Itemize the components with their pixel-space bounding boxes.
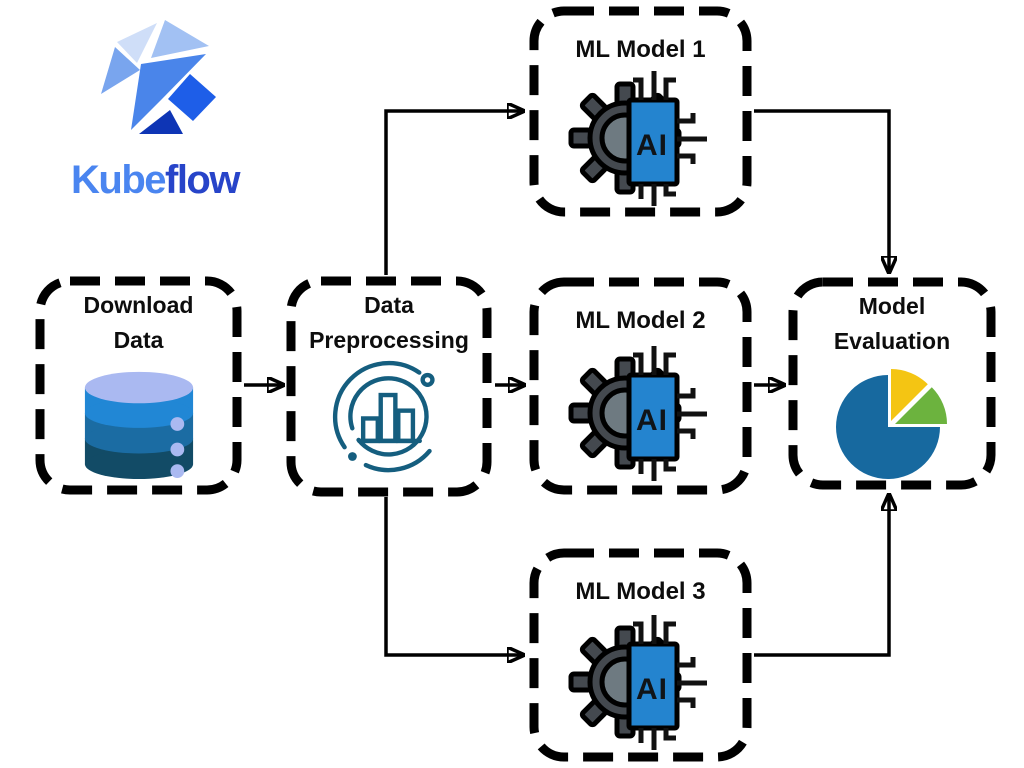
arrow-ml1-to-evaluation: [754, 109, 889, 273]
dashed-border: [529, 6, 752, 217]
node-ml-model-2: ML Model 2: [529, 277, 752, 495]
node-title: Data Preprocessing: [309, 292, 469, 353]
data-processing-icon: [332, 360, 435, 473]
database-icon: [84, 371, 194, 480]
kubeflow-logo-mark: [101, 20, 216, 134]
dashed-border: [286, 276, 492, 497]
pie-chart-icon: [836, 368, 948, 479]
node-download-data: Download Data: [35, 276, 242, 495]
dashed-border: [35, 276, 242, 495]
node-ml-model-1: ML Model 1: [529, 6, 752, 217]
node-title: ML Model 2: [575, 307, 706, 334]
node-data-preprocessing: Data Preprocessing: [286, 276, 492, 497]
node-model-evaluation: Model Evaluation: [788, 277, 996, 490]
node-title: ML Model 1: [575, 36, 706, 63]
node-title: Model Evaluation: [833, 293, 951, 354]
node-ml-model-3: ML Model 3: [529, 548, 752, 762]
kubeflow-logo: Kubeflow: [55, 8, 255, 208]
dashed-border: [788, 277, 996, 490]
arrow-preprocessing-to-ml3: [384, 497, 524, 655]
ai-chip-gear-icon: [565, 341, 715, 481]
wordmark-flow: flow: [165, 158, 240, 202]
node-title: Download Data: [83, 292, 194, 353]
dashed-border: [529, 277, 752, 495]
ai-chip-gear-icon: [565, 66, 715, 206]
kubeflow-wordmark: Kubeflow: [55, 158, 255, 203]
ai-chip-gear-icon: [565, 610, 715, 750]
arrow-preprocessing-to-ml1: [384, 111, 524, 275]
node-title: ML Model 3: [575, 578, 706, 605]
wordmark-kube: Kube: [71, 158, 167, 202]
arrow-ml3-to-evaluation: [754, 494, 889, 657]
dashed-border: [529, 548, 752, 762]
